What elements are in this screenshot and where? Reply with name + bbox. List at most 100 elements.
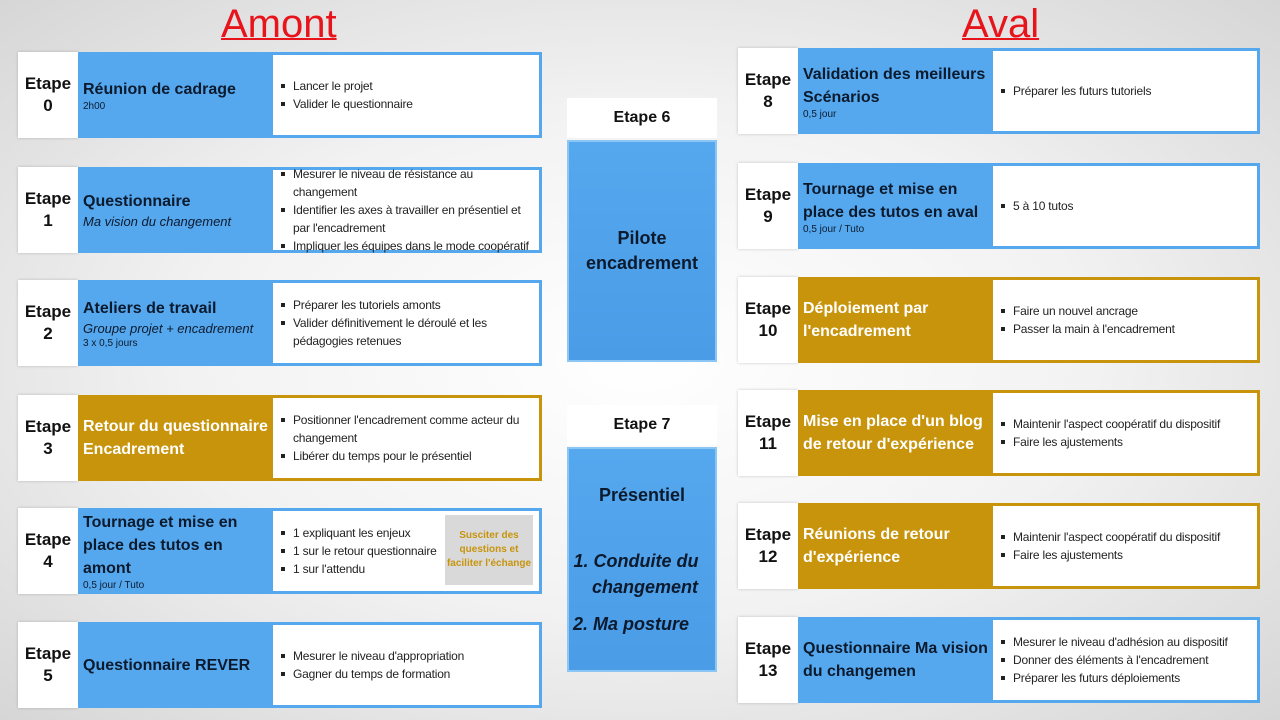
etape-7-item-1: 1. Conduite du changement	[573, 551, 699, 597]
etape-6-label: Etape 6	[567, 98, 717, 138]
step-details: Mesurer le niveau d'adhésion au disposit…	[993, 617, 1260, 703]
etape-7-label: Etape 7	[567, 405, 717, 445]
bullet-item: Identifier les axes à travailler en prés…	[279, 201, 533, 237]
step-bullets: Maintenir l'aspect coopératif du disposi…	[999, 528, 1220, 564]
step-label: Etape 2	[18, 280, 78, 366]
step-title: Tournage et mise en place des tutos en a…	[83, 514, 238, 577]
step-duration: 0,5 jour / Tuto	[803, 223, 865, 235]
step-bullets: Mesurer le niveau d'adhésion au disposit…	[999, 633, 1228, 687]
step-word: Etape	[744, 639, 792, 658]
step-title: Retour du questionnaire Encadrement	[83, 418, 268, 458]
step-title-block: Tournage et mise en place des tutos en a…	[798, 163, 993, 249]
bullet-item: Donner des éléments à l'encadrement	[999, 651, 1228, 669]
step-subtitle: Groupe projet + encadrement	[83, 321, 254, 336]
bullet-item: Faire un nouvel ancrage	[999, 302, 1175, 320]
step-number: 13	[758, 661, 778, 680]
step-duration: 0,5 jour / Tuto	[83, 580, 145, 591]
step-number: 3	[43, 439, 53, 458]
bullet-item: 5 à 10 tutos	[999, 197, 1074, 215]
step-title-block: Réunions de retour d'expérience	[798, 503, 993, 589]
step-title: Questionnaire REVER	[83, 656, 251, 674]
step-details: Maintenir l'aspect coopératif du disposi…	[993, 390, 1260, 476]
bullet-item: 1 sur l'attendu	[279, 560, 454, 578]
step-number: 9	[763, 207, 773, 226]
step-details: Préparer les futurs tutoriels	[993, 48, 1260, 134]
step-title-block: Déploiement par l'encadrement	[798, 277, 993, 363]
step-title: Questionnaire Ma vision du changemen	[803, 640, 988, 680]
etape-6-box: Pilote encadrement	[567, 140, 717, 362]
bullet-item: Valider le questionnaire	[279, 95, 413, 113]
step-number: 1	[43, 211, 53, 230]
step-title: Questionnaire	[83, 192, 191, 210]
etape-7-item-2: 2. Ma posture	[573, 614, 690, 634]
step-title-block: Questionnaire Ma vision du changement	[78, 167, 273, 253]
bullet-item: 1 expliquant les enjeux	[279, 524, 454, 542]
step-title-block: Retour du questionnaire Encadrement	[78, 395, 273, 481]
step-title-block: Tournage et mise en place des tutos en a…	[78, 508, 273, 594]
step-bullets: Maintenir l'aspect coopératif du disposi…	[999, 415, 1220, 451]
etape-7-box: Présentiel 1. Conduite du changement 2. …	[567, 447, 717, 672]
bullet-item: Lancer le projet	[279, 77, 413, 95]
step-bullets: Mesurer le niveau de résistance au chang…	[279, 165, 533, 255]
bullet-item: 1 sur le retour questionnaire	[279, 542, 454, 560]
step-details: 5 à 10 tutos	[993, 163, 1260, 249]
step-details: Mesurer le niveau de résistance au chang…	[273, 167, 542, 253]
bullet-item: Préparer les futurs tutoriels	[999, 82, 1151, 100]
bullet-item: Impliquer les équipes dans le mode coopé…	[279, 237, 533, 255]
bullet-item: Valider définitivement le déroulé et les…	[279, 314, 533, 350]
step-word: Etape	[24, 74, 72, 93]
step-details: Positionner l'encadrement comme acteur d…	[273, 395, 542, 481]
step-subtitle: Ma vision du changement	[83, 213, 232, 229]
step-word: Etape	[24, 302, 72, 321]
step-word: Etape	[744, 70, 792, 89]
step-number: 12	[758, 547, 778, 566]
step-title-block: Questionnaire REVER	[78, 622, 273, 708]
step-title-block: Questionnaire Ma vision du changemen	[798, 617, 993, 703]
bullet-item: Mesurer le niveau d'appropriation	[279, 647, 464, 665]
step-title: Ateliers de travail	[83, 300, 217, 317]
step-title: Mise en place d'un blog de retour d'expé…	[803, 413, 983, 453]
step-label: Etape 13	[738, 617, 798, 703]
bullet-item: Passer la main à l'encadrement	[999, 320, 1175, 338]
step-bullets: 5 à 10 tutos	[999, 197, 1074, 215]
etape-7-title: Présentiel	[598, 485, 686, 505]
bullet-item: Préparer les tutoriels amonts	[279, 296, 533, 314]
bullet-item: Libérer du temps pour le présentiel	[279, 447, 533, 465]
bullet-item: Maintenir l'aspect coopératif du disposi…	[999, 528, 1220, 546]
bullet-item: Gagner du temps de formation	[279, 665, 464, 683]
step-number: 2	[43, 324, 53, 343]
step-number: 10	[758, 321, 778, 340]
step-title: Validation des meilleurs Scénarios	[803, 65, 986, 106]
step-word: Etape	[24, 644, 72, 663]
step-title: Réunions de retour d'expérience	[803, 526, 950, 566]
step-number: 11	[759, 434, 777, 453]
step-bullets: Préparer les futurs tutoriels	[999, 82, 1151, 100]
step-duration: 3 x 0,5 jours	[83, 338, 138, 349]
bullet-item: Préparer les futurs déploiements	[999, 669, 1228, 687]
